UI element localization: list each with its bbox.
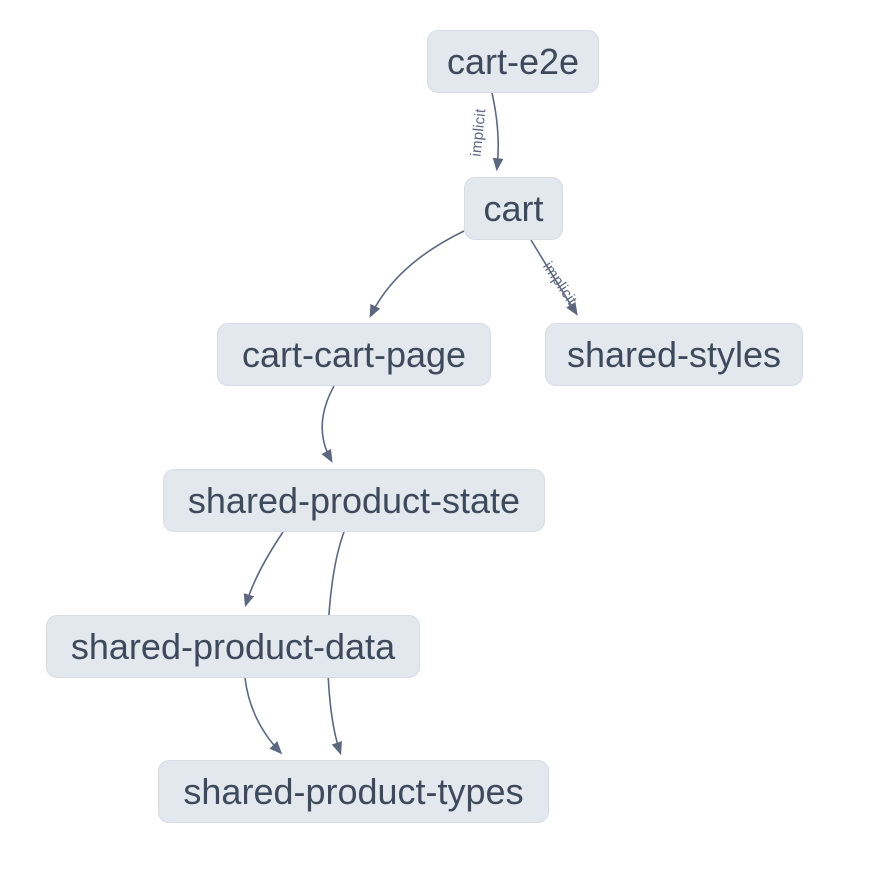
graph-node-cart-e2e[interactable]: cart-e2e [427,30,599,93]
graph-node-shared-product-state[interactable]: shared-product-state [163,469,545,532]
edge-cart-e2e-to-cart [491,92,504,172]
edge-cart-to-cart-cart-page [369,230,465,318]
graph-node-shared-product-types[interactable]: shared-product-types [158,760,549,823]
edge-cart-cart-page-to-shared-product-state [321,385,335,463]
graph-node-cart-cart-page[interactable]: cart-cart-page [217,323,491,386]
edge-label-implicit-cart-shared-styles: implicit [539,259,580,309]
edge-shared-product-data-to-shared-product-types [244,677,283,755]
edge-shared-product-state-to-shared-product-data [243,531,284,608]
edge-label-implicit-cart-e2e-cart: implicit [468,107,490,157]
edge-cart-to-shared-styles [530,239,578,316]
graph-node-shared-product-data[interactable]: shared-product-data [46,615,420,678]
graph-node-shared-styles[interactable]: shared-styles [545,323,803,386]
graph-node-cart[interactable]: cart [464,177,563,240]
